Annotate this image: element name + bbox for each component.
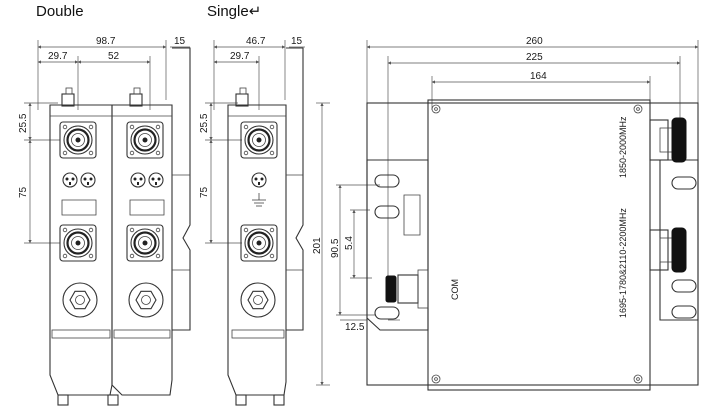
dim-single-top-offset: 25.5 <box>199 113 210 133</box>
connector-icon <box>239 120 279 160</box>
connector-icon <box>125 120 165 160</box>
dim-double-pitch: 52 <box>108 51 120 62</box>
dim-double-width: 98.7 <box>96 36 116 47</box>
dim-bottom-offset: 12.5 <box>345 322 365 333</box>
ground-icon <box>252 193 266 207</box>
dim-double-left-offset: 29.7 <box>48 51 68 62</box>
rf-connector-upper <box>649 117 687 163</box>
connector-icon <box>58 223 98 263</box>
dim-double-top-offset: 25.5 <box>18 113 29 133</box>
dim-small-gap: 5.4 <box>344 236 355 250</box>
dim-overall-length: 260 <box>526 36 543 47</box>
connector-icon <box>58 120 98 160</box>
label-com: COM <box>450 279 460 300</box>
title-single: Single↵ <box>207 3 261 20</box>
lock-icon <box>62 282 98 318</box>
label-port-lower: 1695-1780&2110-2200MHz <box>618 208 628 318</box>
com-connector <box>385 269 429 309</box>
rf-connector-lower <box>649 227 687 273</box>
lock-icon <box>128 282 164 318</box>
dim-double-port-spacing: 75 <box>18 186 29 198</box>
dim-single-width: 46.7 <box>246 36 266 47</box>
lock-icon <box>240 282 276 318</box>
connector-icon <box>239 223 279 263</box>
connector-icon <box>125 223 165 263</box>
dim-single-port-spacing: 75 <box>199 186 210 198</box>
dim-single-left-offset: 29.7 <box>230 51 250 62</box>
dim-height: 201 <box>312 237 323 254</box>
dim-inner-height: 90.5 <box>330 238 341 258</box>
side-view: 260 225 164 201 90.5 5.4 12.5 <box>312 36 699 391</box>
label-port-upper: 1850-2000MHz <box>618 116 628 178</box>
dim-double-depth: 15 <box>174 36 186 47</box>
dim-hole-span: 164 <box>530 71 547 82</box>
double-front-view: 98.7 29.7 52 15 25.5 75 <box>18 36 191 406</box>
single-front-view: 46.7 29.7 15 25.5 75 <box>199 36 305 406</box>
dim-port-span: 225 <box>526 52 543 63</box>
dim-single-depth: 15 <box>291 36 303 47</box>
title-double: Double <box>36 3 84 20</box>
